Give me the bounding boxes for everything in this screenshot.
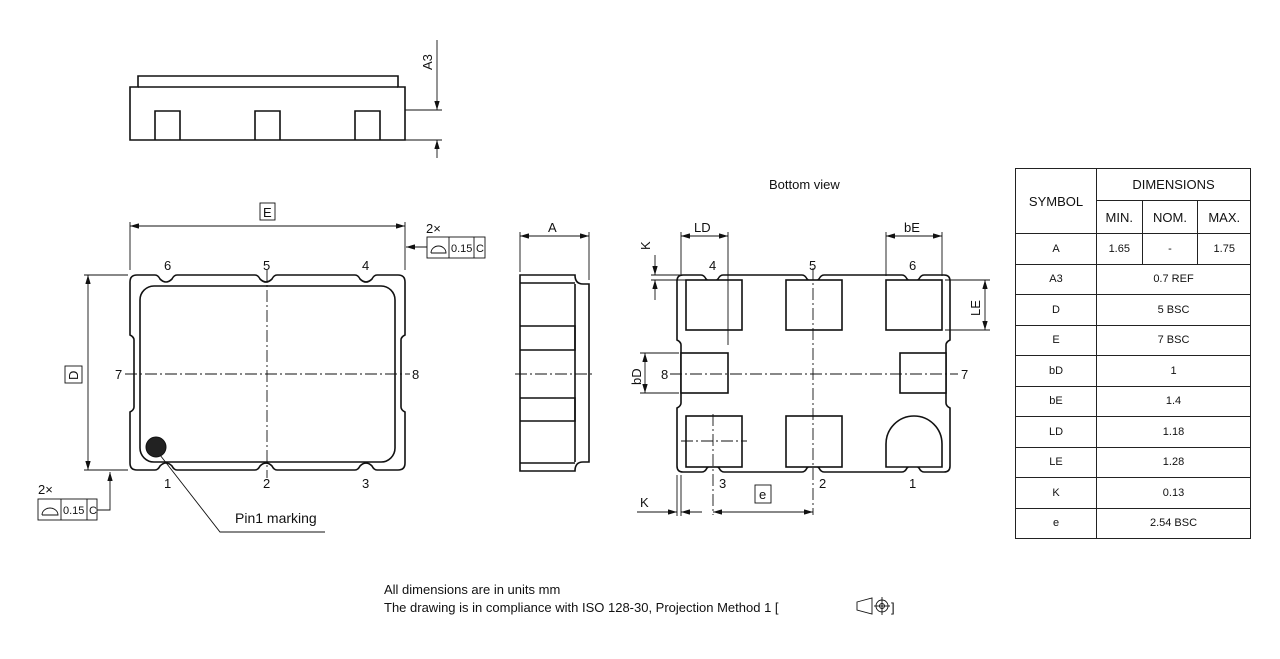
dim-a3-label: A3 [420,54,435,70]
value-cell: 0.13 [1096,477,1251,509]
pad-2 [785,415,843,468]
pin-label: 4 [709,258,716,273]
pad-3 [685,415,743,468]
min-header: MIN. [1096,200,1143,234]
dim-e-pitch-label: e [759,487,766,502]
side-view: A [515,220,595,472]
side-view-top: A3 [129,40,442,158]
profile-surface-icon [41,507,59,516]
pin-label: 2 [263,476,270,491]
tolerance-count: 2× [38,482,53,497]
tolerance-datum: C [476,243,484,255]
max-header: MAX. [1197,200,1251,234]
symbol-cell: e [1015,507,1097,539]
value-cell: 5 BSC [1096,294,1251,326]
tolerance-datum: C [89,505,97,517]
tolerance-value: 0.15 [451,243,472,255]
pin-label: 6 [909,258,916,273]
value-cell: 1.28 [1096,446,1251,478]
pin-label: 4 [362,258,369,273]
projection-method-icon: ] [856,597,895,615]
pad-1 [885,415,943,468]
pad-8 [680,352,729,394]
value-cell: 1.4 [1096,385,1251,417]
pin-label: 6 [164,258,171,273]
pin-label: 7 [961,367,968,382]
min-cell: 1.65 [1096,233,1143,265]
bottom-view-title: Bottom view [769,177,840,192]
pin1-marking-label: Pin1 marking [235,510,317,526]
value-cell: 1 [1096,355,1251,387]
symbol-cell: K [1015,477,1097,509]
symbol-header: SYMBOL [1015,168,1097,234]
profile-surface-icon [430,245,447,254]
symbol-cell: LE [1015,446,1097,478]
dim-ld-label: LD [694,220,711,235]
symbol-cell: bE [1015,385,1097,417]
value-cell: 0.7 REF [1096,263,1251,295]
nom-cell: - [1141,233,1199,265]
value-cell: 1.18 [1096,416,1251,448]
tolerance-count: 2× [426,221,441,236]
pad-4 [685,279,743,331]
pin-label: 1 [164,476,171,491]
dim-bd-label: bD [629,368,644,385]
pin-label: 3 [719,476,726,491]
pin1-marker [145,436,167,458]
pin-label: 5 [809,258,816,273]
pin-label: 1 [909,476,916,491]
pin-label: 2 [819,476,826,491]
bracket-close: ] [891,600,895,615]
units-note: All dimensions are in units mm [384,582,561,597]
dim-d-label: D [66,371,81,380]
pad-6 [885,279,943,331]
dimensions-header: DIMENSIONS [1096,168,1251,201]
symbol-cell: LD [1015,416,1097,448]
compliance-note: The drawing is in compliance with ISO 12… [384,600,779,615]
table-row: A 1.65 - 1.75 [1015,233,1251,265]
dim-le-label: LE [968,300,983,316]
pin-label: 7 [115,367,122,382]
symbol-cell: bD [1015,355,1097,387]
value-cell: 2.54 BSC [1096,507,1251,539]
notes: All dimensions are in units mm The drawi… [384,581,779,617]
dim-be-label: bE [904,220,920,235]
tolerance-value: 0.15 [63,505,84,517]
symbol-cell: D [1015,294,1097,326]
max-cell: 1.75 [1197,233,1251,265]
pad-5 [785,279,843,331]
symbol-cell: E [1015,324,1097,356]
bottom-view: Bottom view 4 5 6 3 2 1 8 7 LD bE [629,177,990,516]
pin-label: 8 [412,367,419,382]
symbol-cell: A [1015,233,1097,265]
dim-a-label: A [548,220,557,235]
dim-e-label: E [263,205,272,220]
pad-7 [899,352,947,394]
dim-k-top-label: K [638,241,653,250]
pin-label: 3 [362,476,369,491]
nom-header: NOM. [1141,200,1199,234]
top-view: 6 5 4 1 2 3 7 8 E D 2× 0.15 C 2× 0.15 C [37,202,486,533]
dimensions-table: SYMBOL DIMENSIONS MIN. NOM. MAX. A 1.65 … [1015,168,1251,539]
symbol-cell: A3 [1015,263,1097,295]
value-cell: 7 BSC [1096,324,1251,356]
dim-k-bottom-label: K [640,495,649,510]
pin-label: 5 [263,258,270,273]
pin-label: 8 [661,367,668,382]
